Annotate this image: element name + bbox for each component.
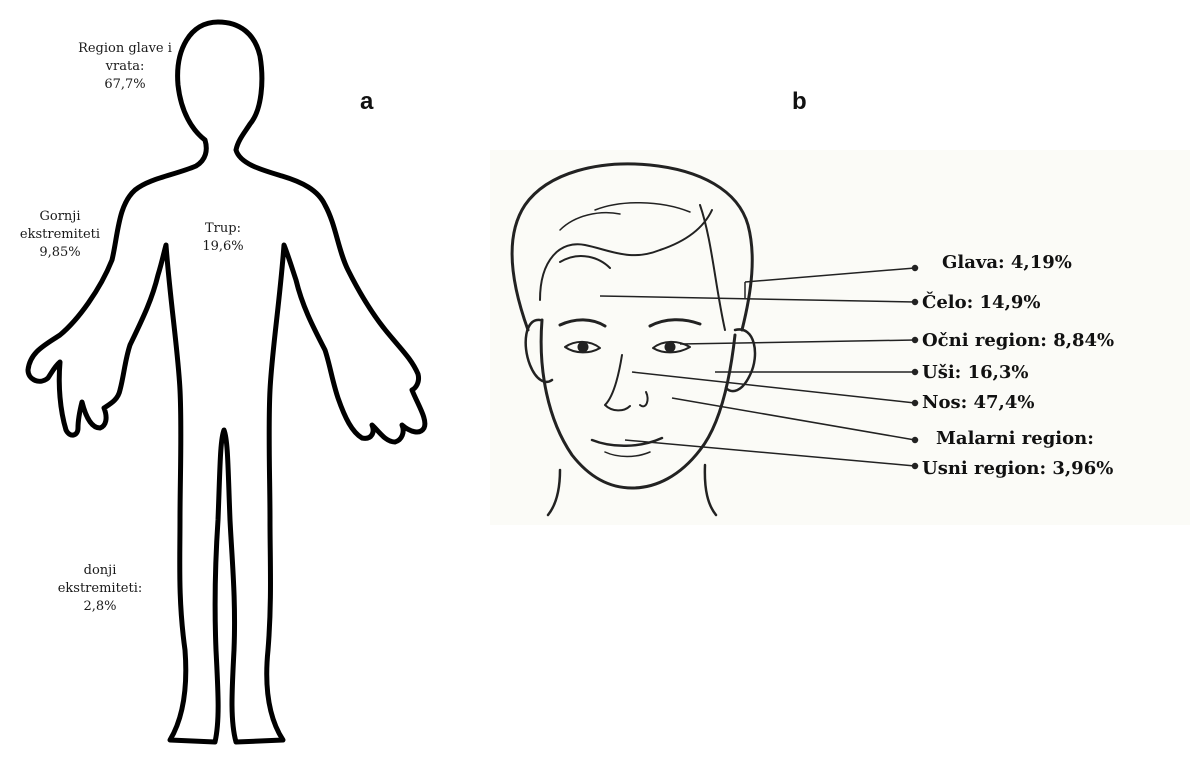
label-usi: Uši: 16,3% bbox=[922, 362, 1029, 383]
label-ocni-region: Očni region: 8,84% bbox=[922, 330, 1114, 351]
label-head-neck: Region glave i vrata: 67,7% bbox=[60, 40, 190, 94]
label-head-neck-line2: vrata: bbox=[60, 58, 190, 76]
label-lower-value: 2,8% bbox=[40, 598, 160, 616]
face-drawing bbox=[512, 164, 755, 515]
label-lower-line1: donji bbox=[40, 562, 160, 580]
label-upper-value: 9,85% bbox=[5, 244, 115, 262]
leader-lines bbox=[600, 266, 918, 469]
label-malarni-region: Malarni region: bbox=[936, 428, 1094, 449]
label-glava: Glava: 4,19% bbox=[942, 252, 1072, 273]
label-lower-line2: ekstremiteti: bbox=[40, 580, 160, 598]
label-celo: Čelo: 14,9% bbox=[922, 292, 1040, 313]
label-trunk-line1: Trup: bbox=[188, 220, 258, 238]
label-nos: Nos: 47,4% bbox=[922, 392, 1034, 413]
label-head-neck-line1: Region glave i bbox=[60, 40, 190, 58]
label-trunk-value: 19,6% bbox=[188, 238, 258, 256]
label-upper-extremities: Gornji ekstremiteti 9,85% bbox=[5, 208, 115, 262]
label-upper-line1: Gornji bbox=[5, 208, 115, 226]
label-lower-extremities: donji ekstremiteti: 2,8% bbox=[40, 562, 160, 616]
label-head-neck-value: 67,7% bbox=[60, 76, 190, 94]
human-body-outline bbox=[28, 22, 425, 742]
label-usni-region: Usni region: 3,96% bbox=[922, 458, 1113, 479]
label-upper-line2: ekstremiteti bbox=[5, 226, 115, 244]
label-trunk: Trup: 19,6% bbox=[188, 220, 258, 256]
